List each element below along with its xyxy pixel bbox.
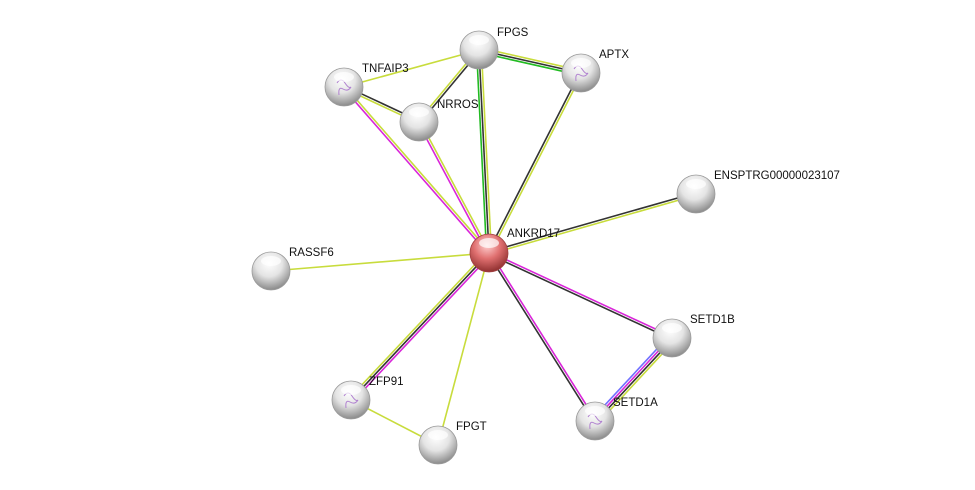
edge-ANKRD17-NRROS-textmining[interactable] bbox=[419, 121, 491, 253]
node-label: APTX bbox=[599, 49, 629, 61]
node-ZFP91[interactable]: ZFP91 bbox=[331, 376, 404, 420]
node-highlight bbox=[662, 323, 682, 333]
edge-ANKRD17-FPGT-textmining[interactable] bbox=[437, 252, 490, 446]
edge-ANKRD17-SETD1B-coexpression[interactable] bbox=[488, 253, 672, 340]
node-label: SETD1A bbox=[613, 397, 658, 409]
node-label: TNFAIP3 bbox=[362, 63, 409, 75]
node-SETD1A[interactable]: SETD1A bbox=[575, 397, 658, 441]
node-APTX[interactable]: APTX bbox=[561, 49, 629, 93]
edge-ANKRD17-ENSPTRG00000023107-coexpression[interactable] bbox=[488, 192, 696, 253]
node-label: ENSPTRG00000023107 bbox=[714, 170, 840, 182]
node-highlight bbox=[409, 107, 429, 117]
edge-ANKRD17-FPGS-neighborhood[interactable] bbox=[475, 50, 488, 254]
node-TNFAIP3[interactable]: TNFAIP3 bbox=[324, 63, 409, 107]
node-SETD1B[interactable]: SETD1B bbox=[652, 314, 735, 358]
node-label: RASSF6 bbox=[289, 247, 334, 259]
edge-ANKRD17-FPGS-textmining[interactable] bbox=[480, 49, 493, 253]
node-highlight bbox=[428, 430, 448, 440]
edge-ANKRD17-APTX-textmining[interactable] bbox=[489, 73, 583, 254]
edge-FPGS-TNFAIP3-textmining[interactable] bbox=[343, 49, 480, 88]
edge-ANKRD17-ENSPTRG00000023107-textmining[interactable] bbox=[489, 194, 697, 255]
edge-ANKRD17-APTX-coexpression[interactable] bbox=[487, 72, 581, 253]
node-label: FPGS bbox=[497, 27, 529, 39]
node-ANKRD17[interactable]: ANKRD17 bbox=[469, 228, 560, 273]
node-highlight bbox=[571, 58, 591, 68]
edge-ANKRD17-SETD1A-coexpression[interactable] bbox=[487, 253, 595, 423]
edge-ANKRD17-ZFP91-experiments[interactable] bbox=[352, 254, 492, 403]
node-ENSPTRG00000023107[interactable]: ENSPTRG00000023107 bbox=[676, 170, 840, 214]
node-highlight bbox=[469, 35, 489, 45]
edge-ANKRD17-ZFP91-coexpression[interactable] bbox=[350, 252, 490, 401]
edge-ANKRD17-SETD1A-experiments[interactable] bbox=[489, 251, 597, 421]
node-label: ZFP91 bbox=[369, 376, 404, 388]
node-FPGS[interactable]: FPGS bbox=[459, 27, 529, 70]
node-highlight bbox=[585, 406, 605, 416]
node-highlight bbox=[341, 385, 361, 395]
node-highlight bbox=[686, 179, 706, 189]
node-FPGT[interactable]: FPGT bbox=[418, 421, 487, 465]
node-RASSF6[interactable]: RASSF6 bbox=[251, 247, 334, 291]
edge-ANKRD17-RASSF6-textmining[interactable] bbox=[270, 252, 490, 272]
node-NRROS[interactable]: NRROS bbox=[399, 99, 479, 142]
node-label: ANKRD17 bbox=[507, 228, 560, 240]
edge-ANKRD17-TNFAIP3-experiments[interactable] bbox=[342, 87, 489, 255]
node-label: FPGT bbox=[456, 421, 487, 433]
node-highlight bbox=[261, 256, 281, 266]
edge-ANKRD17-FPGS-coexpression[interactable] bbox=[478, 49, 490, 254]
edge-ANKRD17-NRROS-experiments[interactable] bbox=[417, 122, 489, 254]
edge-ANKRD17-SETD1B-experiments[interactable] bbox=[489, 251, 673, 338]
edge-ANKRD17-TNFAIP3-textmining[interactable] bbox=[344, 85, 491, 253]
node-label: SETD1B bbox=[690, 314, 735, 326]
node-label: NRROS bbox=[437, 99, 479, 111]
node-highlight bbox=[334, 72, 354, 82]
node-highlight bbox=[479, 238, 499, 248]
edge-ANKRD17-ZFP91-textmining[interactable] bbox=[348, 250, 488, 399]
